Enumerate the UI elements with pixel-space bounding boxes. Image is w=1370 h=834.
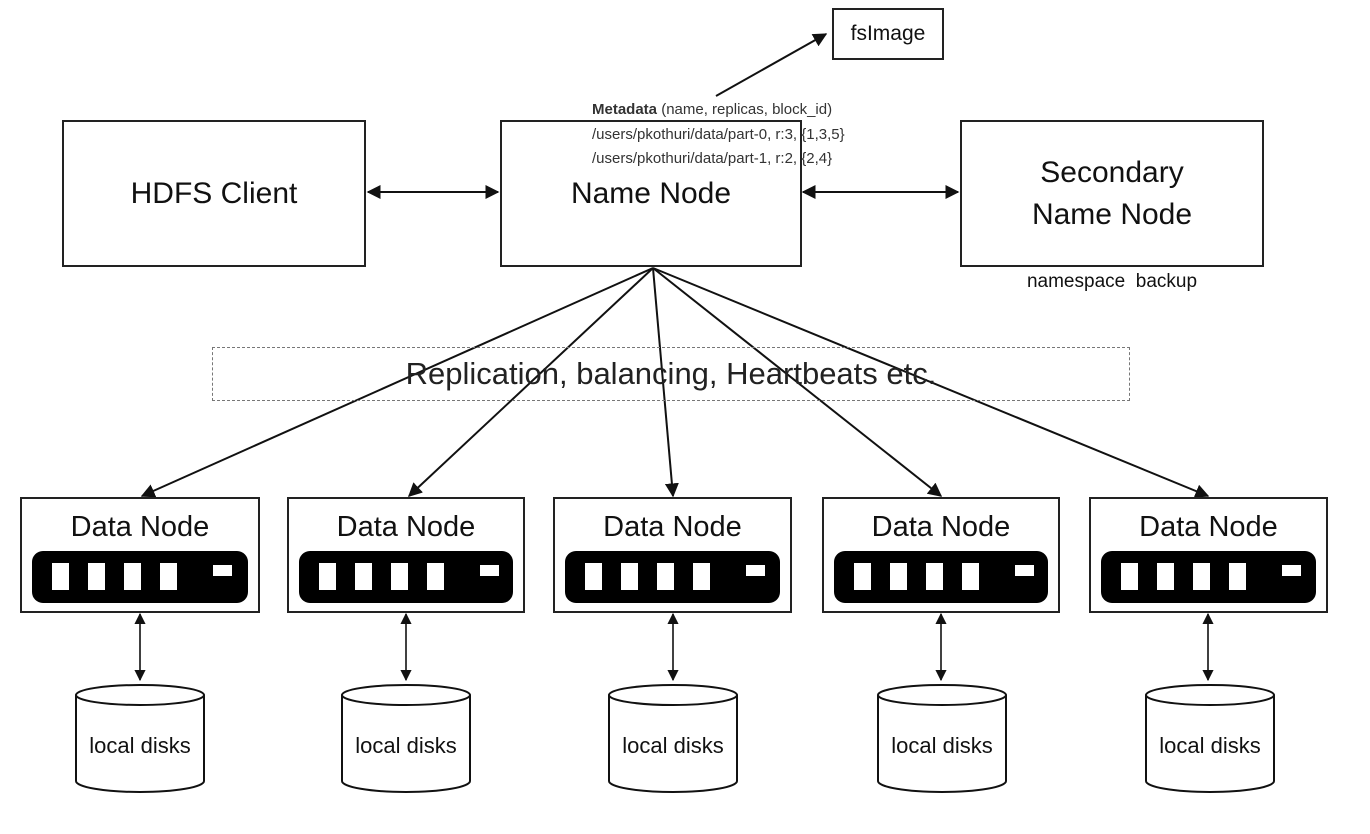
local-disk-4: local disks (876, 683, 1008, 795)
local-disk-1: local disks (74, 683, 206, 795)
namenode-fsimage-arrow (715, 33, 828, 97)
name-node-box: Name Node (500, 120, 802, 267)
disk-label: local disks (891, 733, 993, 758)
replication-band: Replication, balancing, Heartbeats etc. (212, 347, 1130, 401)
disk-label: local disks (355, 733, 457, 758)
server-rack-icon (565, 551, 780, 603)
namespace-backup-caption: namespace backup (1026, 271, 1198, 292)
data-node-4: Data Node (822, 497, 1060, 613)
data-node-2: Data Node (287, 497, 525, 613)
data-node-label: Data Node (1139, 511, 1278, 543)
namenode-datanode-3-arrow (652, 267, 679, 498)
local-disk-2: local disks (340, 683, 472, 795)
data-node-5: Data Node (1089, 497, 1328, 613)
server-rack-icon (1101, 551, 1316, 603)
namenode-datanode-2-arrow (407, 267, 654, 497)
data-node-label: Data Node (70, 511, 210, 543)
metadata-heading: Metadata (592, 101, 658, 118)
secondary-name-node-label: Secondary Name Node (1031, 155, 1193, 231)
data-node-label: Data Node (336, 511, 476, 543)
secondary-name-node-box: Secondary Name Node (960, 120, 1264, 267)
cylinder-icon (877, 684, 1007, 793)
metadata-entry: /users/pkothuri/data/part-1, r:2, {2,4} (592, 150, 833, 167)
fsimage-box: fsImage (832, 8, 944, 60)
disk-label: local disks (89, 733, 191, 758)
namenode-datanode-4-arrow (652, 267, 943, 497)
data-node-1: Data Node (20, 497, 260, 613)
metadata-entry: /users/pkothuri/data/part-0, r:3, {1,3,5… (592, 125, 845, 143)
namenode-datanode-5-arrow (652, 267, 1210, 498)
cylinder-icon (75, 684, 205, 793)
metadata-text: Metadata (name, replicas, block_id) /use… (592, 98, 845, 172)
data-node-label: Data Node (603, 511, 742, 543)
replication-band-label: Replication, balancing, Heartbeats etc. (405, 356, 937, 391)
data-node-3: Data Node (553, 497, 792, 613)
cylinder-icon (341, 684, 471, 793)
cylinder-icon (1145, 684, 1275, 793)
hdfs-client-box: HDFS Client (62, 120, 366, 267)
local-disk-5: local disks (1144, 683, 1276, 795)
fsimage-label: fsImage (850, 22, 926, 45)
hdfs-client-label: HDFS Client (130, 176, 298, 210)
namenode-datanode-1-arrow (140, 267, 654, 498)
disk-label: local disks (1159, 733, 1261, 758)
server-rack-icon (32, 551, 248, 603)
server-rack-icon (834, 551, 1048, 603)
name-node-label: Name Node (570, 177, 732, 210)
server-rack-icon (299, 551, 513, 603)
disk-label: local disks (622, 733, 724, 758)
data-node-label: Data Node (871, 511, 1011, 543)
cylinder-icon (608, 684, 738, 793)
local-disk-3: local disks (607, 683, 739, 795)
metadata-fields: (name, replicas, block_id) (657, 101, 833, 118)
